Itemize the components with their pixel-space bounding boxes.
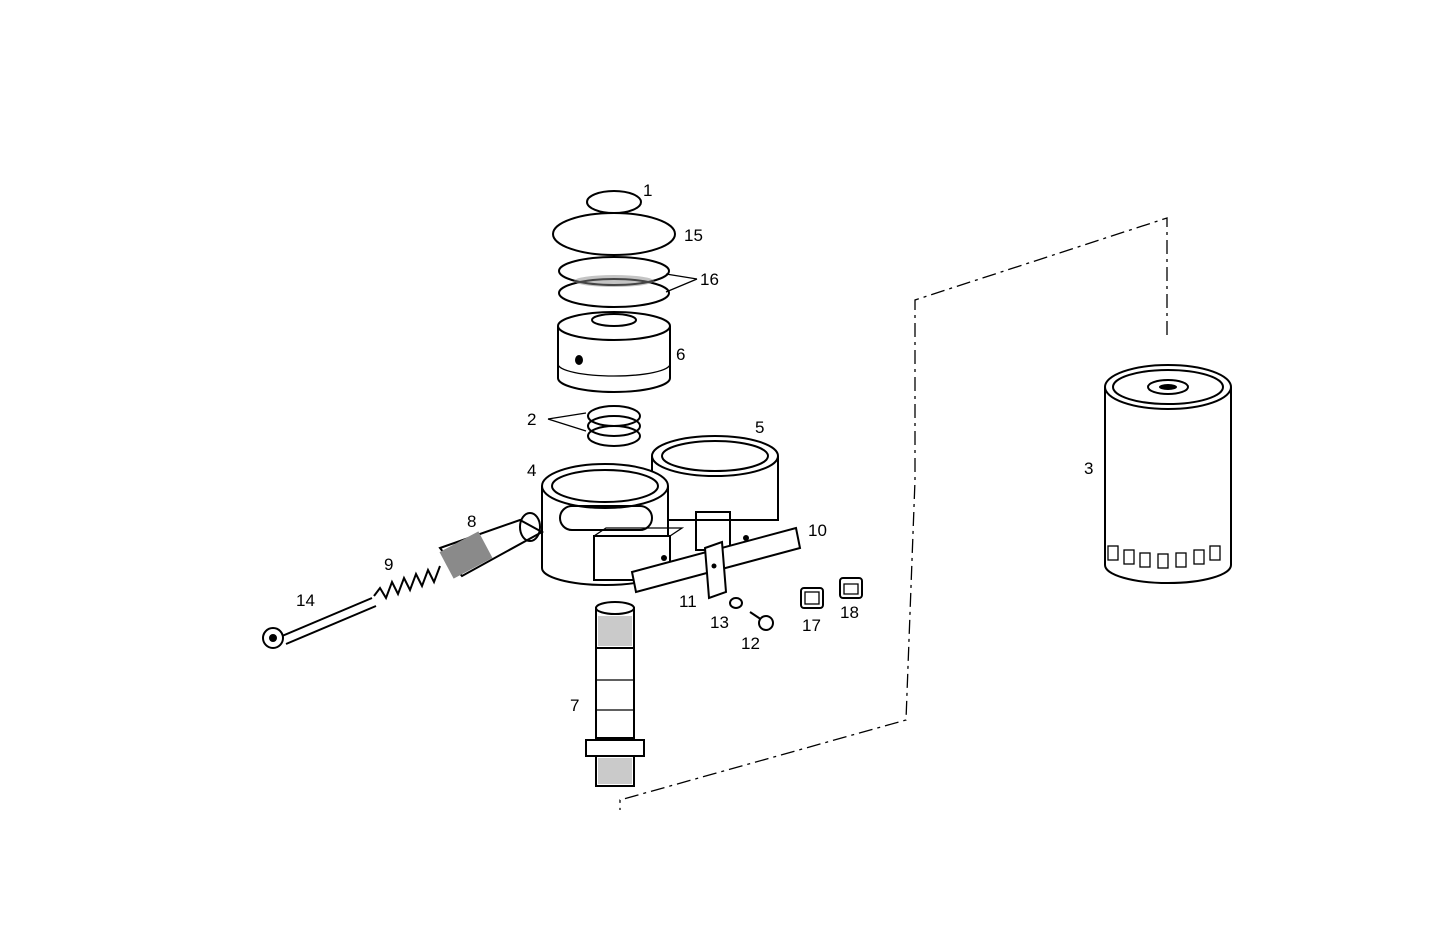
label-part-4: 4 (527, 461, 536, 480)
part-6-cylinder-bushing (557, 311, 671, 393)
label-part-9: 9 (384, 555, 393, 574)
part-15-large-seal-ring (552, 212, 676, 256)
label-part-7: 7 (570, 696, 579, 715)
label-part-10: 10 (808, 521, 827, 540)
label-part-12: 12 (741, 634, 760, 653)
part-9-coil-spring (373, 565, 441, 601)
label-part-18: 18 (840, 603, 859, 622)
part-11-tab-clip (703, 540, 728, 600)
part-3-filter-cartridge (1104, 364, 1232, 584)
part-2-spring-rings (547, 405, 641, 447)
label-part-15: 15 (684, 226, 703, 245)
part-18-small-clip (839, 577, 863, 599)
part-13-washer (729, 597, 743, 609)
part-17-small-clip (800, 587, 824, 609)
part-16-ring-pair (558, 256, 698, 308)
label-part-14: 14 (296, 591, 315, 610)
label-part-1: 1 (643, 181, 652, 200)
label-part-11: 11 (679, 592, 697, 611)
assembly-connection-line (619, 217, 1168, 810)
label-part-13: 13 (710, 613, 729, 632)
part-12-screw (749, 611, 774, 631)
label-part-17: 17 (802, 616, 821, 635)
label-part-2: 2 (527, 410, 536, 429)
part-14-long-bolt (262, 597, 377, 649)
label-part-3: 3 (1084, 459, 1093, 478)
label-part-5: 5 (755, 418, 764, 437)
label-part-8: 8 (467, 512, 476, 531)
part-4-front-housing (541, 463, 685, 586)
part-7-threaded-nipple (585, 601, 645, 787)
label-part-6: 6 (676, 345, 685, 364)
label-part-16: 16 (700, 270, 719, 289)
part-1-small-o-ring (586, 190, 642, 214)
part-8-valve-piston (438, 512, 545, 579)
part-5-rear-bore-housing (651, 435, 779, 551)
